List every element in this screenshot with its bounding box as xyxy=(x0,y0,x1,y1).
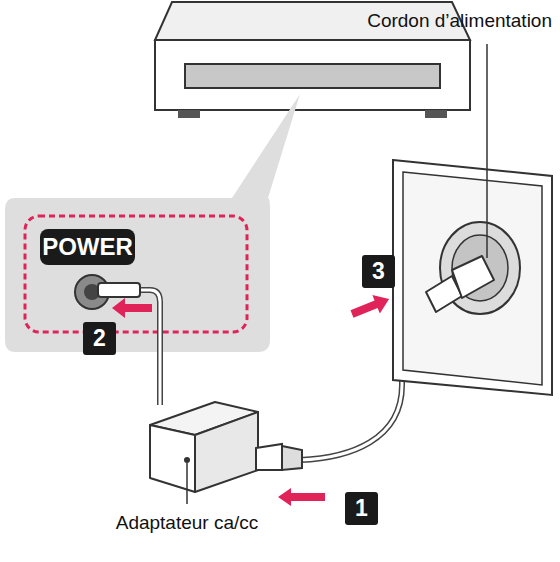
callout-square xyxy=(362,255,395,288)
callout-square xyxy=(83,322,116,355)
callout-number: 3 xyxy=(362,255,395,288)
highlight-frame xyxy=(25,216,247,332)
power-label: POWER xyxy=(40,229,135,265)
wall-outlet xyxy=(393,160,552,395)
leader-line xyxy=(186,463,188,504)
red-arrow xyxy=(112,298,152,318)
leader-line xyxy=(486,44,488,258)
red-arrow xyxy=(278,488,325,506)
part-label: Cordon d’alimentation xyxy=(300,6,552,36)
ac-dc-adapter xyxy=(150,402,258,492)
part-label: Adaptateur ca/cc xyxy=(87,508,287,538)
callout-number: 1 xyxy=(345,492,378,525)
mains-plug xyxy=(426,256,494,312)
callout-square xyxy=(345,492,378,525)
red-arrow xyxy=(348,290,393,324)
power-badge xyxy=(40,229,135,265)
callout-number: 2 xyxy=(83,322,116,355)
zoom-bubble xyxy=(5,94,300,352)
